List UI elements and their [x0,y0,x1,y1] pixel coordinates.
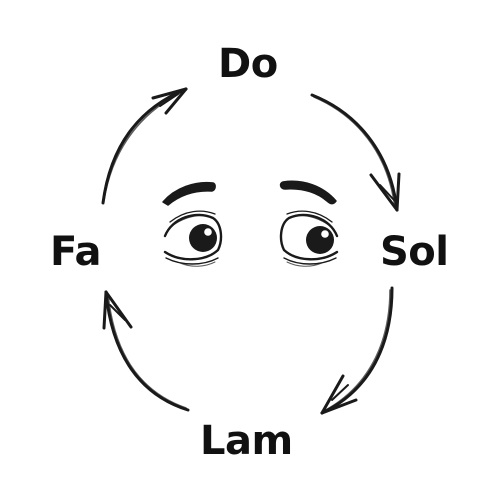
left-eye [163,210,223,267]
node-do: Do [218,41,278,87]
worried-eyes-icon [162,180,339,267]
arrow-sol-to-lam-icon [320,286,394,415]
node-sol: Sol [380,229,449,275]
right-eye [279,210,339,267]
node-fa: Fa [50,229,101,275]
left-eyebrow [162,181,216,206]
arrow-do-to-sol-icon [310,93,401,212]
arrow-fa-to-do-icon [101,87,188,205]
node-lam: Lam [200,418,293,464]
arrow-lam-to-fa-icon [102,290,190,412]
right-eyebrow [279,180,337,205]
